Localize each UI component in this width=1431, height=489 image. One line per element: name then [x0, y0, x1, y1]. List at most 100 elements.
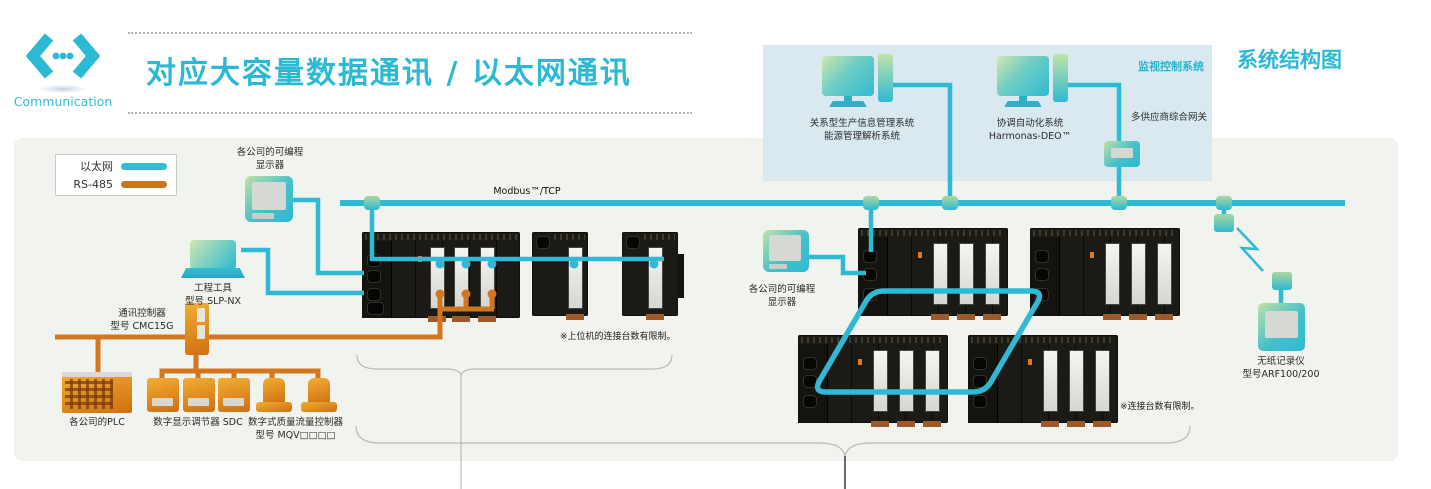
mqv-line1: 数字式质量流量控制器 — [247, 417, 343, 428]
mqv-line2: 型号 MQV□□□□ — [255, 429, 336, 441]
base-tab — [1103, 314, 1121, 320]
communication-icon — [26, 33, 100, 79]
hmi-button-bar — [769, 264, 787, 269]
plc-rack-r4 — [968, 335, 1118, 427]
icon-shadow — [38, 85, 88, 93]
io-slot — [1105, 243, 1120, 305]
io-slot — [985, 243, 1000, 305]
mqv-label: 数字式质量流量控制器 型号 MQV□□□□ — [223, 417, 368, 442]
hmi-button-bar — [252, 213, 274, 219]
tool-line2: 型号 SLP-NX — [185, 295, 241, 307]
hmi-display-1-label: 各公司的可编程 显示器 — [210, 147, 330, 172]
modbus-bus-label: Modbus™/TCP — [493, 186, 561, 197]
hmi-display-2-icon — [763, 230, 809, 272]
page-title: 对应大容量数据通讯 / 以太网通讯 — [146, 56, 632, 91]
base-tab — [566, 314, 584, 320]
cpu-module — [798, 344, 828, 423]
base-tab — [478, 316, 496, 322]
port-icon — [1036, 251, 1048, 262]
base-tab — [957, 314, 975, 320]
port-icon — [1036, 269, 1048, 280]
hmi-screen — [252, 182, 286, 210]
port-icon — [1036, 289, 1048, 300]
sdc-display — [223, 398, 244, 406]
base-tab — [428, 316, 446, 322]
mqv-icon-2 — [301, 378, 337, 412]
sdc-display — [188, 398, 209, 406]
system1-line1: 关系型生产信息管理系统 — [809, 118, 915, 129]
side-tab — [678, 254, 684, 298]
mes-computer-base — [829, 101, 867, 107]
mes-computer-icon — [822, 56, 874, 96]
port-icon — [974, 376, 986, 387]
harmonas-computer-stand — [1019, 96, 1027, 101]
io-slot — [454, 247, 469, 309]
io-slot — [899, 350, 914, 412]
cpu-module — [968, 344, 998, 423]
base-tab — [871, 421, 889, 427]
supervisory-panel-title: 监视控制系统 — [1138, 60, 1204, 73]
engineering-tool-icon — [190, 240, 236, 268]
port-icon — [974, 396, 986, 407]
sdc-display — [152, 398, 173, 406]
status-led — [1090, 252, 1094, 258]
rack-ticks — [801, 337, 945, 343]
base-tab — [923, 421, 941, 427]
hmi-display-2-label: 各公司的可编程 显示器 — [722, 284, 842, 309]
sdc-icon-1 — [147, 378, 179, 412]
port-icon — [804, 396, 816, 407]
mes-computer-tower — [878, 54, 893, 102]
base-tab — [1067, 421, 1085, 427]
io-slot — [1043, 350, 1058, 412]
status-led — [418, 256, 422, 262]
status-led — [918, 252, 922, 258]
port-icon — [974, 358, 986, 369]
harmonas-computer-icon — [997, 56, 1049, 96]
engineering-tool-label: 工程工具 型号 SLP-NX — [153, 283, 273, 308]
base-tab — [1093, 421, 1111, 427]
controller-line1: 通讯控制器 — [118, 308, 166, 319]
rack-ticks — [554, 234, 585, 240]
mqv-base — [301, 402, 337, 412]
base-tab — [1041, 421, 1059, 427]
port-icon — [368, 303, 383, 314]
io-slot — [925, 350, 940, 412]
note-upper-limit: ※上位机的连接台数有限制。 — [560, 332, 676, 342]
io-slot — [430, 247, 445, 309]
rack-ticks — [644, 234, 675, 240]
rack-ticks — [861, 230, 1005, 236]
paperless-recorder-icon — [1258, 303, 1305, 351]
io-slot — [648, 247, 663, 309]
dotted-rule-bottom — [128, 112, 692, 114]
sdc-icon-2 — [183, 378, 215, 412]
tool-line1: 工程工具 — [193, 283, 232, 294]
io-slot — [933, 243, 948, 305]
port-icon — [804, 358, 816, 369]
io-slot — [1131, 243, 1146, 305]
io-slot — [959, 243, 974, 305]
cpu-module — [1030, 237, 1060, 316]
hmi2-line1: 各公司的可编程 — [748, 284, 816, 295]
harmonas-computer-base — [1004, 101, 1042, 107]
sdc-label: 数字显示调节器 SDC — [153, 417, 243, 428]
legend-ethernet-label: 以太网 — [80, 160, 113, 173]
mqv-body — [308, 378, 330, 404]
comm-controller-label: 通讯控制器 型号 CMC15G — [82, 308, 202, 333]
base-tab — [1155, 314, 1173, 320]
sdc-icon-3 — [218, 378, 250, 412]
mqv-icon-1 — [256, 378, 292, 412]
system2-label: 协调自动化系统 Harmonas-DEO™ — [945, 118, 1115, 143]
port-icon — [864, 251, 876, 262]
mqv-body — [263, 378, 285, 404]
harmonas-computer-tower — [1053, 54, 1068, 102]
hmi1-line1: 各公司的可编程 — [236, 147, 304, 158]
base-tab — [983, 314, 1001, 320]
recorder-screen — [1265, 311, 1298, 338]
plc-top-strip — [62, 372, 132, 377]
base-tab — [931, 314, 949, 320]
rack-ticks — [1033, 230, 1177, 236]
base-tab — [897, 421, 915, 427]
legend-ethernet-row: 以太网 — [56, 159, 167, 173]
plc-grid — [65, 379, 113, 409]
